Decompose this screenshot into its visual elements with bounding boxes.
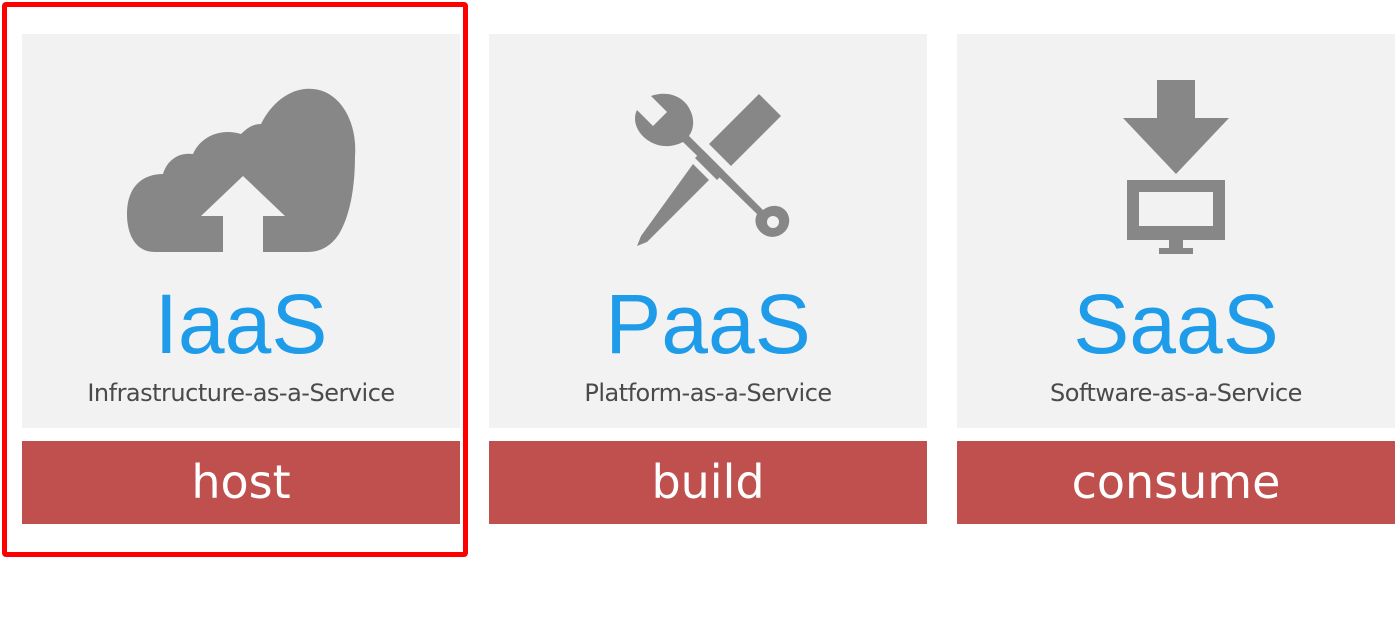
service-card-paas: PaaS Platform-as-a-Service	[489, 34, 927, 428]
service-column-paas: PaaS Platform-as-a-Service build	[489, 34, 927, 524]
service-acronym: PaaS	[605, 277, 811, 371]
wrench-screwdriver-icon	[623, 90, 793, 254]
service-full-name: Infrastructure-as-a-Service	[87, 379, 395, 407]
action-label-host: host	[22, 441, 460, 524]
action-label-consume: consume	[957, 441, 1395, 524]
service-full-name: Software-as-a-Service	[1050, 379, 1302, 407]
cloud-upload-icon	[125, 74, 357, 258]
download-to-monitor-icon	[1121, 80, 1231, 260]
service-card-saas: SaaS Software-as-a-Service	[957, 34, 1395, 428]
service-acronym: IaaS	[154, 277, 328, 371]
action-label-build: build	[489, 441, 927, 524]
service-acronym: SaaS	[1073, 277, 1279, 371]
service-full-name: Platform-as-a-Service	[584, 379, 832, 407]
service-column-saas: SaaS Software-as-a-Service consume	[957, 34, 1395, 524]
service-column-iaas: IaaS Infrastructure-as-a-Service host	[22, 34, 460, 524]
service-card-iaas: IaaS Infrastructure-as-a-Service	[22, 34, 460, 428]
